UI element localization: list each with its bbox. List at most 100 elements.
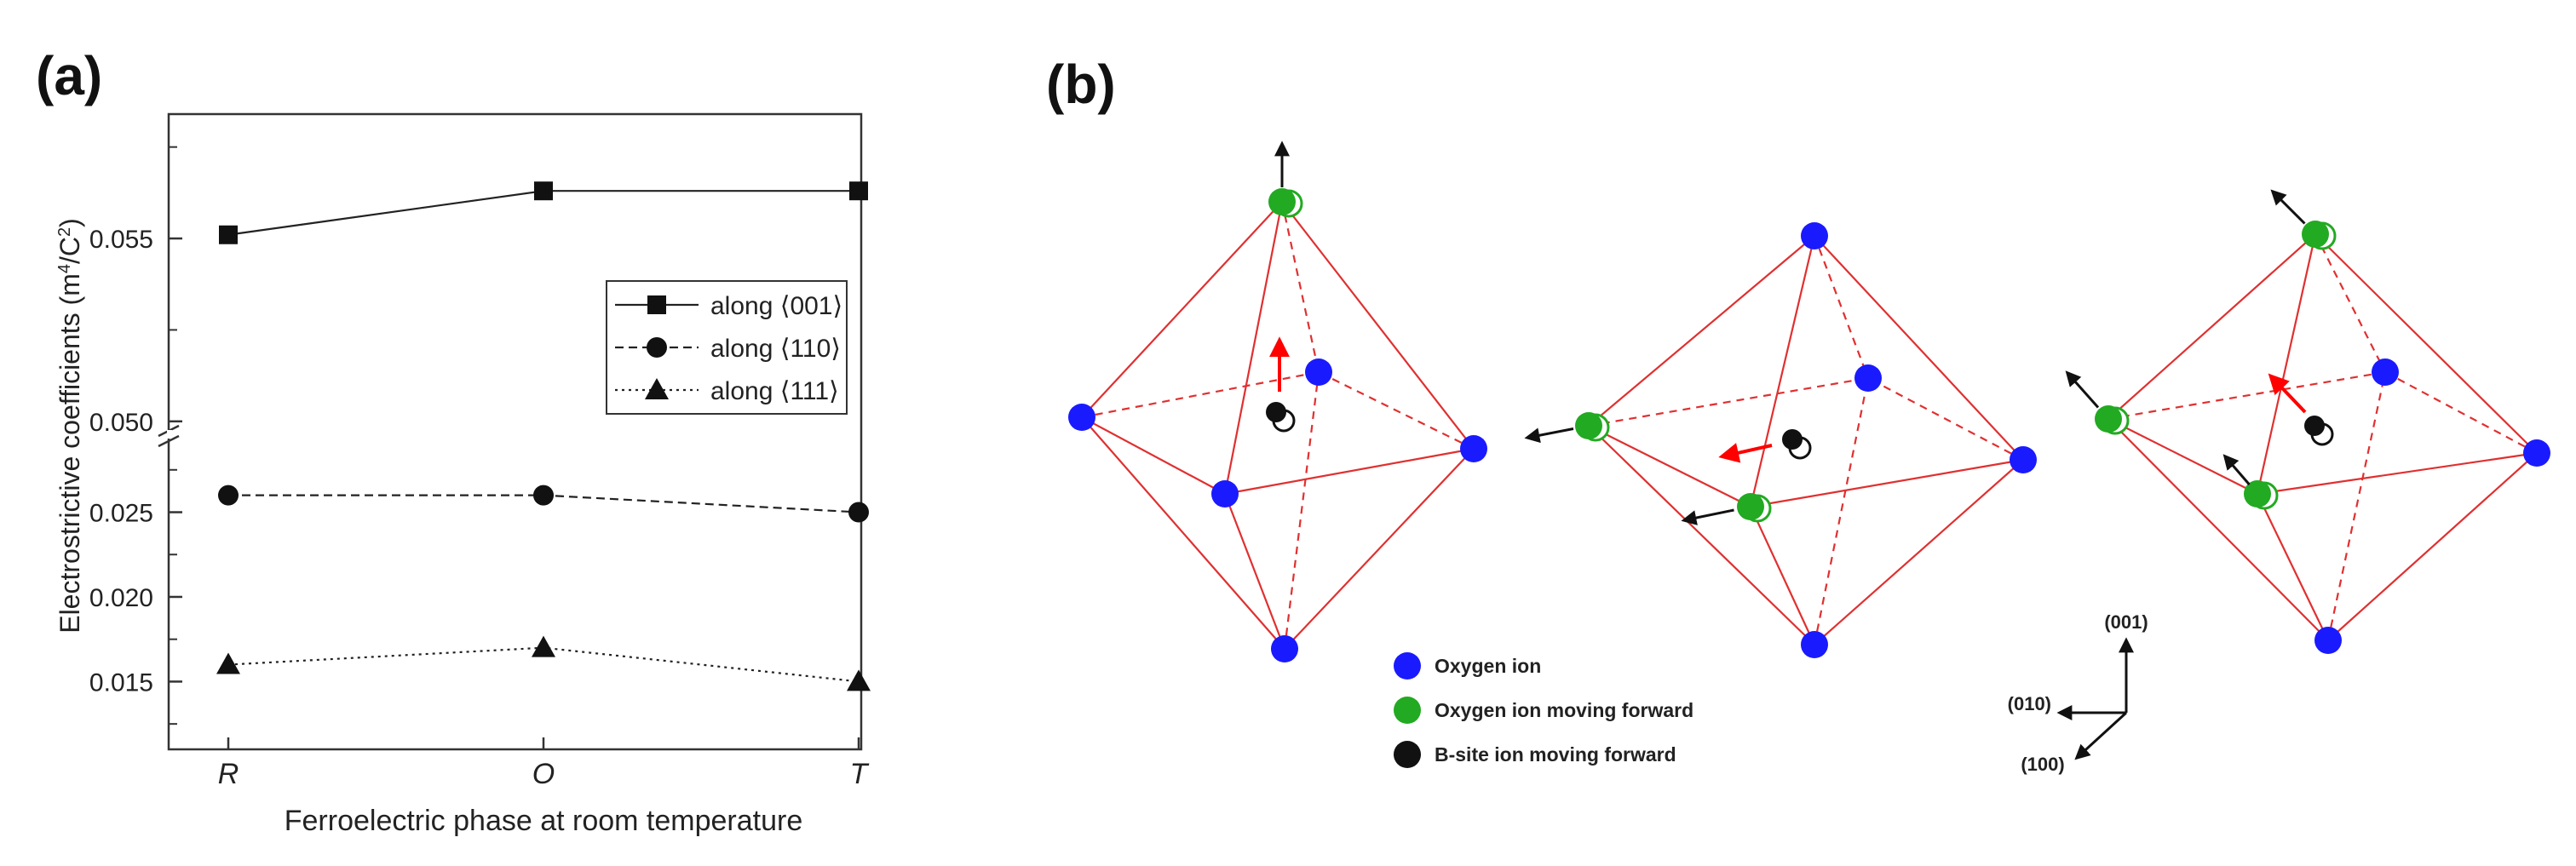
y-tick-label: 0.015 [89,668,153,697]
x-axis-label: Ferroelectric phase at room temperature [285,805,802,837]
legend-label: Oxygen ion [1435,655,1541,677]
octahedron-edge [1224,447,1475,496]
data-point [216,652,240,674]
oxygen-ion [2314,627,2342,654]
octahedron-edge [2256,233,2317,495]
octahedron-edge-hidden [1588,376,1869,427]
x-tick-label: R [218,758,239,790]
ion-displacement-arrow [2270,189,2306,225]
octahedron [1068,141,1487,662]
data-point [534,181,553,201]
octahedron-edge-hidden [2107,370,2386,421]
data-point [532,635,555,657]
octahedron-edge [1081,416,1285,650]
octahedron-edge [2107,418,2329,641]
data-point [533,485,554,506]
oxygen-ion [1460,435,1487,462]
octahedron-edge-hidden [2326,371,2387,641]
oxygen-ion [1271,635,1298,662]
legend-label: Oxygen ion moving forward [1435,699,1693,721]
chart-legend: along ⟨001⟩ along ⟨110⟩ along ⟨111⟩ [606,280,848,415]
octahedron-edge [2314,233,2538,454]
octahedron-edge-hidden [2314,233,2386,373]
octahedron-edge [1588,425,1751,508]
octahedron-edge-hidden [1867,377,2024,461]
axis-010-label: (010) [2008,693,2051,714]
octahedron-edge [1750,458,2024,508]
oxygen-ion [2372,358,2399,386]
octahedron-edge [1284,448,1475,650]
octahedron-edge [1749,235,1816,508]
legend-label: along ⟨111⟩ [710,377,839,405]
oxygen-ion-moving [1268,188,1296,215]
series-group [216,181,871,691]
legend-swatch [1394,741,1421,768]
x-tick-label: O [532,758,555,790]
polarization-arrow [1718,443,1773,463]
y-tick-label: 0.025 [89,500,153,528]
octahedron-edge [2107,418,2258,495]
octahedron-edge [1814,459,2024,645]
plot-frame [167,112,863,751]
chart-a: Electrostrictive coefficients (m4/C2) Fe… [55,112,871,837]
octahedron-edge-hidden [2384,371,2538,454]
y-axis-break [158,424,180,448]
y-tick-label: 0.020 [89,584,153,612]
x-tick-label: T [850,758,870,790]
data-point [219,225,238,244]
data-point [848,502,869,523]
octahedron-edge [2257,451,2538,496]
oxygen-ion [2523,439,2550,467]
octahedron-edge [1588,235,1815,427]
oxygen-ion-moving [2095,405,2122,433]
oxygen-ion-moving [2302,221,2329,248]
panel-a-label: (a) [36,45,103,106]
octahedron-edge [1223,201,1284,495]
data-point [847,669,871,691]
oxygen-ion [1854,364,1882,392]
axis-100-label: (100) [2021,754,2064,775]
oxygen-ion-moving [1575,412,1602,439]
legend-swatch [1394,697,1421,724]
oxygen-ion-moving [2244,480,2271,508]
legend-marker [647,337,667,358]
oxygen-ion [1801,222,1828,249]
legend-marker [647,295,666,314]
b-site-ion [2304,416,2325,436]
octahedron-edge-hidden [1813,235,1870,379]
ion-displacement-arrow [2065,370,2100,409]
octahedron-edge-hidden [1318,371,1475,450]
octahedron-edge [1281,201,1475,450]
ion-displacement-arrow [1681,508,1734,525]
axis-001-label: (001) [2104,611,2148,633]
panel-b-label: (b) [1046,54,1116,115]
octahedron-edge [1588,425,1815,645]
octahedron [1524,222,2037,658]
octahedron-edge [2107,233,2316,420]
y-tick-label: 0.055 [89,226,153,254]
polarization-arrow [2268,373,2307,414]
octahedron-edge [2257,493,2329,641]
y-axis-label: Electrostrictive coefficients (m4/C2) [55,218,85,634]
data-point [218,485,239,506]
oxygen-ion-moving [1737,493,1764,520]
octahedron-edge [1750,506,1815,645]
octahedron-edge [1223,493,1286,650]
legend-swatch [1394,652,1421,680]
b-site-ion [1782,429,1803,450]
legend-label: B-site ion moving forward [1435,743,1676,766]
legend-marker [645,378,669,399]
data-point [849,181,868,201]
b-site-ion [1266,402,1286,422]
octahedron-edge [1081,201,1283,418]
oxygen-ion [2010,446,2037,473]
octahedron-edge-hidden [1280,201,1320,373]
legend-label: along ⟨001⟩ [710,292,842,320]
oxygen-ion [1068,404,1095,431]
octahedron-edge [2327,452,2538,641]
legend-label: along ⟨110⟩ [710,335,841,363]
